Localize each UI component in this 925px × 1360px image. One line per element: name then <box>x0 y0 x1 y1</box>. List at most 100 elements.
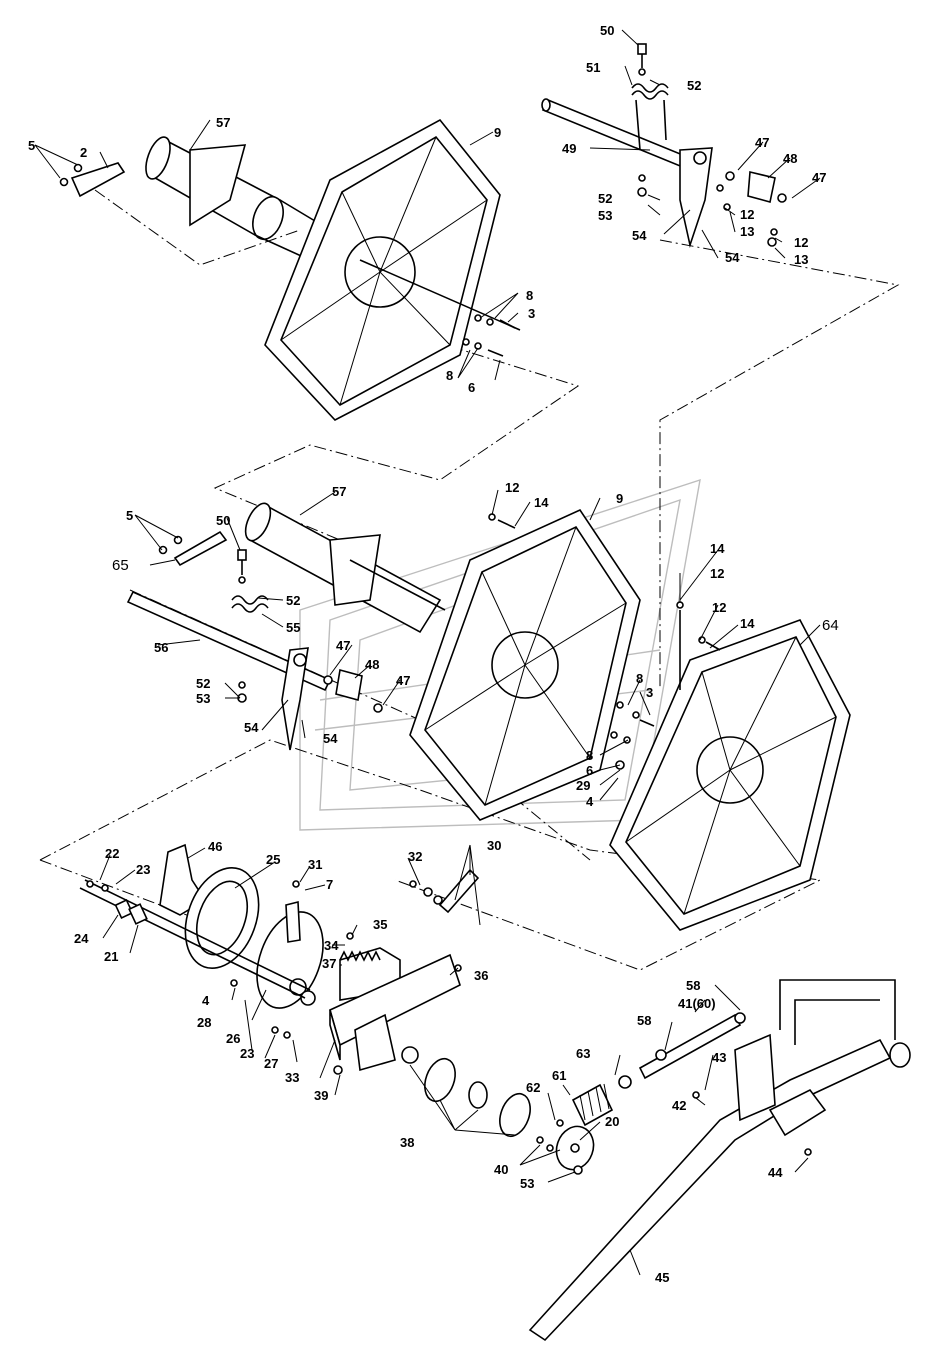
callout-33: 33 <box>285 1070 299 1085</box>
tube-57-mid <box>244 502 446 634</box>
callout-2: 2 <box>80 145 87 160</box>
callout-53: 53 <box>196 691 210 706</box>
callout-8: 8 <box>446 368 453 383</box>
callout-9: 9 <box>494 125 501 140</box>
callout-53: 53 <box>520 1176 534 1191</box>
spring-51 <box>631 43 669 197</box>
callout-47: 47 <box>336 638 350 653</box>
callout-49: 49 <box>562 141 576 156</box>
callout-64: 64 <box>822 617 839 634</box>
callout-62: 62 <box>526 1080 540 1095</box>
callout-51: 51 <box>586 60 600 75</box>
callout-37: 37 <box>322 956 336 971</box>
callout-56: 56 <box>154 640 168 655</box>
lower-assembly <box>79 843 911 1342</box>
callout-47: 47 <box>812 170 826 185</box>
callout-65: 65 <box>112 557 129 574</box>
callout-22: 22 <box>105 846 119 861</box>
callout-52: 52 <box>598 191 612 206</box>
callout-12: 12 <box>710 566 724 581</box>
tube-57 <box>145 136 331 261</box>
callout-45: 45 <box>655 1270 669 1285</box>
callout-54: 54 <box>244 720 259 735</box>
bearing-38 <box>401 1046 531 1138</box>
callout-20: 20 <box>605 1114 619 1129</box>
callout-55: 55 <box>286 620 300 635</box>
callout-46: 46 <box>208 839 222 854</box>
misc-hardware-lower <box>86 868 812 1175</box>
callout-32: 32 <box>408 849 422 864</box>
callout-38: 38 <box>400 1135 414 1150</box>
callout-28: 28 <box>197 1015 211 1030</box>
bracket-65 <box>173 530 228 567</box>
bolt-set-top <box>462 314 516 357</box>
callout-34: 34 <box>324 938 339 953</box>
bracket-2 <box>70 162 126 198</box>
callout-50: 50 <box>600 23 614 38</box>
callout-48: 48 <box>365 657 379 672</box>
callout-25: 25 <box>266 852 280 867</box>
callout-42: 42 <box>672 1098 686 1113</box>
callout-21: 21 <box>104 949 118 964</box>
callout-61: 61 <box>552 1068 566 1083</box>
callout-57: 57 <box>332 484 346 499</box>
bolt-41 <box>618 1012 746 1089</box>
callout-44: 44 <box>768 1165 783 1180</box>
callout-36: 36 <box>474 968 488 983</box>
callout-labels: 50 51 52 49 47 48 47 52 12 53 13 54 12 5… <box>28 23 839 1285</box>
callout-8: 8 <box>636 671 643 686</box>
callout-14: 14 <box>710 541 725 556</box>
callout-23: 23 <box>136 862 150 877</box>
callout-12: 12 <box>740 207 754 222</box>
callout-24: 24 <box>74 931 89 946</box>
wheel-frame-9-top <box>264 118 521 421</box>
callout-52: 52 <box>286 593 300 608</box>
callout-52: 52 <box>687 78 701 93</box>
callout-39: 39 <box>314 1088 328 1103</box>
callout-5: 5 <box>126 508 133 523</box>
callout-23: 23 <box>240 1046 254 1061</box>
callout-41-60: 41(60) <box>678 996 716 1011</box>
wheel-frame-9-mid <box>409 508 641 821</box>
callout-13: 13 <box>794 252 808 267</box>
hub-20 <box>555 1125 595 1171</box>
callout-58: 58 <box>686 978 700 993</box>
ratchet-26 <box>256 900 324 1009</box>
top-assembly <box>59 43 787 421</box>
callout-3: 3 <box>646 685 653 700</box>
leader-lines <box>34 29 821 1276</box>
callout-12: 12 <box>505 480 519 495</box>
callout-43: 43 <box>712 1050 726 1065</box>
callout-54: 54 <box>632 228 647 243</box>
callout-5: 5 <box>28 138 35 153</box>
ring-25 <box>184 866 260 970</box>
callout-13: 13 <box>740 224 754 239</box>
callout-48: 48 <box>783 151 797 166</box>
callout-57: 57 <box>216 115 230 130</box>
callout-3: 3 <box>528 306 535 321</box>
wheel-frame-64 <box>609 619 851 931</box>
spring-55 <box>231 549 269 703</box>
callout-47: 47 <box>396 673 410 688</box>
callout-7: 7 <box>326 877 333 892</box>
spring-61 <box>571 1083 614 1127</box>
callout-35: 35 <box>373 917 387 932</box>
callout-52: 52 <box>196 676 210 691</box>
callout-31: 31 <box>308 857 322 872</box>
callout-54: 54 <box>725 250 740 265</box>
callout-27: 27 <box>264 1056 278 1071</box>
shaft-lower <box>79 879 311 999</box>
callout-47: 47 <box>755 135 769 150</box>
callout-14: 14 <box>534 495 549 510</box>
callout-6: 6 <box>586 763 593 778</box>
callout-54: 54 <box>323 731 338 746</box>
callout-9: 9 <box>616 491 623 506</box>
callout-40: 40 <box>494 1162 508 1177</box>
middle-assembly <box>126 502 851 931</box>
callout-12: 12 <box>794 235 808 250</box>
callout-26: 26 <box>226 1031 240 1046</box>
callout-30: 30 <box>487 838 501 853</box>
callout-6: 6 <box>468 380 475 395</box>
callout-12: 12 <box>712 600 726 615</box>
